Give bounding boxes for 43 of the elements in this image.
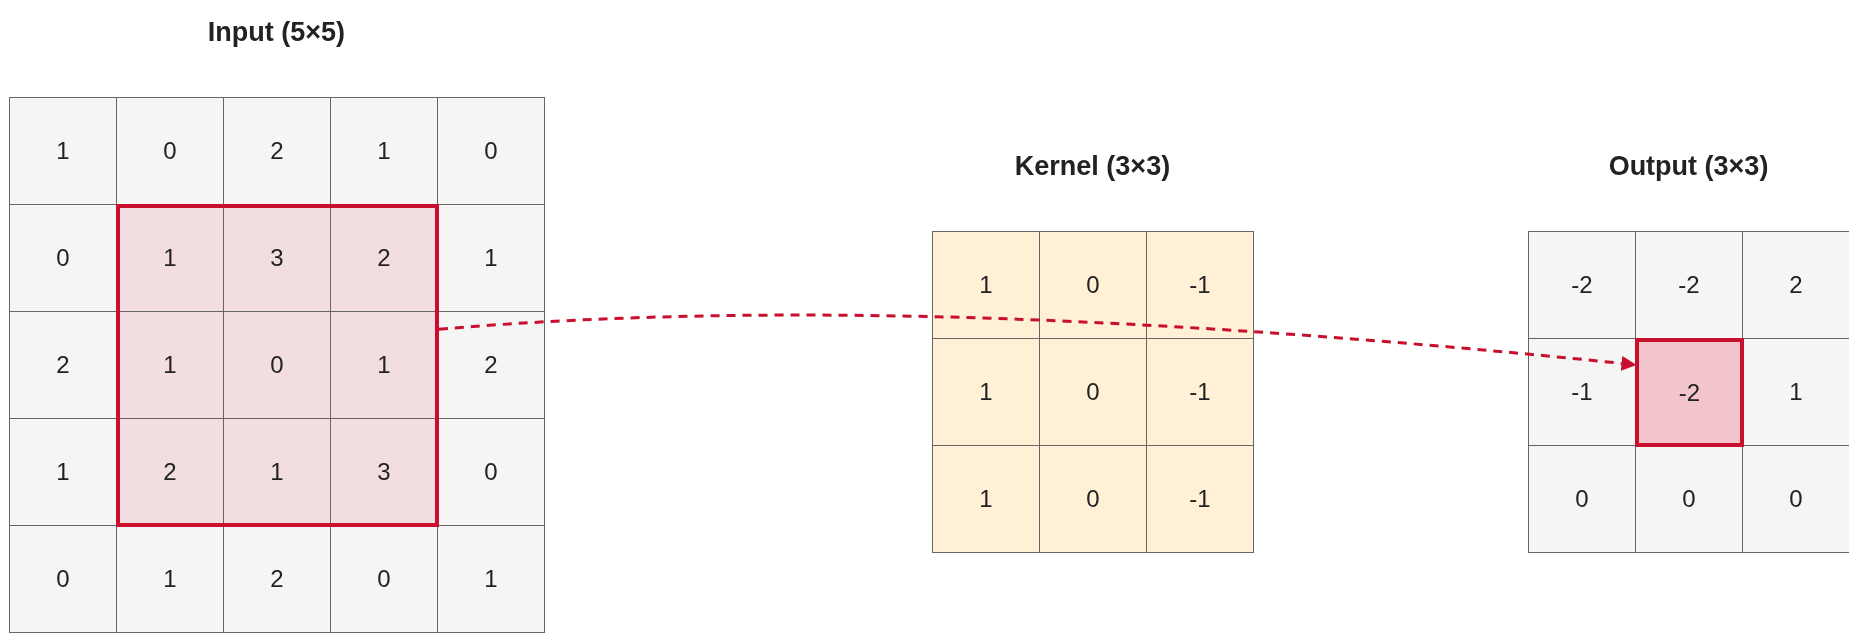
matrix-cell: 1 — [1742, 338, 1849, 446]
matrix-cell: 0 — [1742, 445, 1849, 553]
matrix-cell: 0 — [437, 97, 545, 205]
matrix-cell: 2 — [223, 97, 331, 205]
grid-title: Input (5×5) — [206, 16, 347, 49]
matrix-cell: -1 — [1146, 338, 1254, 446]
matrix-cell: 0 — [116, 97, 224, 205]
dashed-arrow — [438, 313, 1637, 371]
matrix-cell: -1 — [1146, 231, 1254, 339]
matrix-cell: 1 — [9, 97, 117, 205]
matrix-cell: -1 — [1146, 445, 1254, 553]
grid-title: Output (3×3) — [1607, 150, 1770, 183]
matrix-cell: 1 — [116, 525, 224, 633]
matrix-cell: 1 — [932, 445, 1040, 553]
matrix-cell: 2 — [1742, 231, 1849, 339]
sliding-window-box — [116, 204, 439, 527]
grid-title: Kernel (3×3) — [1013, 150, 1172, 183]
matrix-cell: 0 — [1528, 445, 1636, 553]
matrix-cell: -2 — [1528, 231, 1636, 339]
matrix-cell: 2 — [223, 525, 331, 633]
matrix-cell: 1 — [330, 311, 438, 419]
matrix-cell: 0 — [1039, 231, 1147, 339]
matrix-cell: -2 — [1635, 231, 1743, 339]
matrix-cell: 0 — [437, 418, 545, 526]
matrix-cell: 0 — [1039, 338, 1147, 446]
matrix-cell: 1 — [437, 204, 545, 312]
matrix-cell: 0 — [330, 525, 438, 633]
matrix-cell: 0 — [1635, 445, 1743, 553]
matrix-cell: 2 — [9, 311, 117, 419]
matrix-cell: 1 — [437, 525, 545, 633]
matrix-cell: 0 — [9, 525, 117, 633]
matrix-cell: 1 — [330, 97, 438, 205]
matrix-cell: 3 — [330, 418, 438, 526]
matrix-cell: 0 — [9, 204, 117, 312]
matrix-cell: 1 — [9, 418, 117, 526]
matrix-cell: 1 — [932, 338, 1040, 446]
matrix-cell: -1 — [1528, 338, 1636, 446]
matrix-cell: 2 — [437, 311, 545, 419]
matrix-cell: 1 — [932, 231, 1040, 339]
highlighted-output-cell: -2 — [1635, 338, 1744, 447]
matrix-cell: 0 — [1039, 445, 1147, 553]
matrix-cell: 1 — [223, 418, 331, 526]
matrix-cell: 0 — [223, 311, 331, 419]
